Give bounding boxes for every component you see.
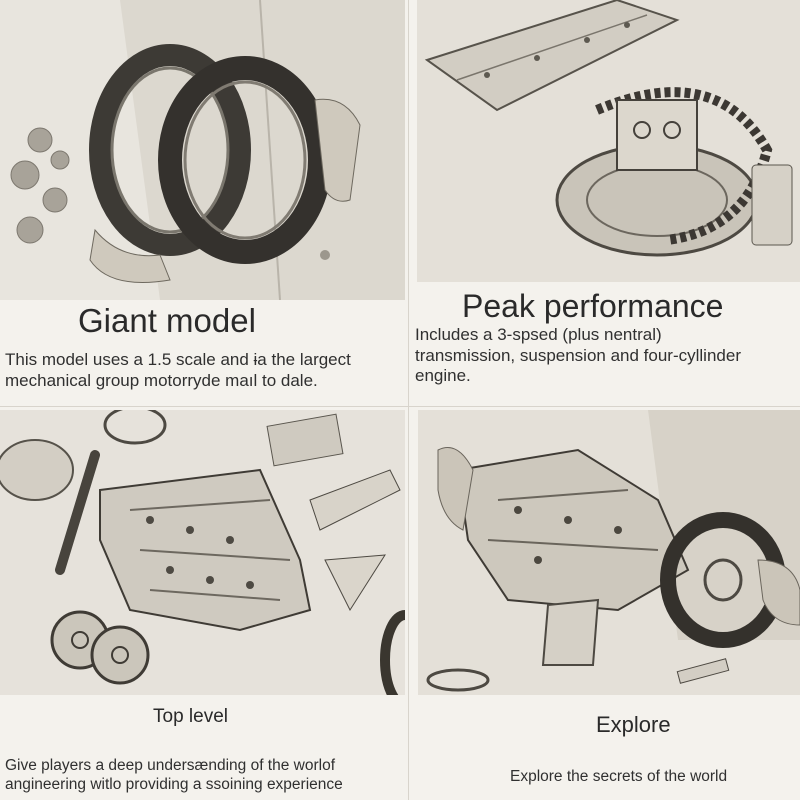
feature-panel-explore: Explore Explore the secrets of the world [418, 410, 800, 800]
panel-title: Giant model [78, 302, 256, 339]
tire-sketch-illustration [0, 0, 405, 300]
parts-layout-sketch-illustration [0, 410, 405, 695]
panel-title: Peak performance [462, 288, 724, 324]
horizontal-divider [0, 406, 800, 407]
transmission-sketch-illustration [417, 0, 800, 282]
assembled-motorcycle-sketch-illustration [418, 410, 800, 695]
panel-description: Includes a 3-spsed (plus nentral) transm… [415, 325, 741, 386]
feature-panel-peak-performance: Peak performance Includes a 3-spsed (plu… [412, 0, 800, 405]
vertical-divider [408, 0, 409, 800]
panel-description: Give players a deep undersænding of the … [5, 757, 343, 793]
feature-panel-top-level: Top level Give players a deep undersændi… [0, 410, 405, 800]
panel-description: Explore the secrets of the world [510, 768, 728, 785]
panel-title: Top level [153, 706, 228, 727]
panel-title: Explore [596, 712, 671, 737]
panel-description: This model uses a 1.5 scale and ɨa the l… [5, 350, 351, 390]
feature-panel-giant-model: Giant model This model uses a 1.5 scale … [0, 0, 405, 405]
